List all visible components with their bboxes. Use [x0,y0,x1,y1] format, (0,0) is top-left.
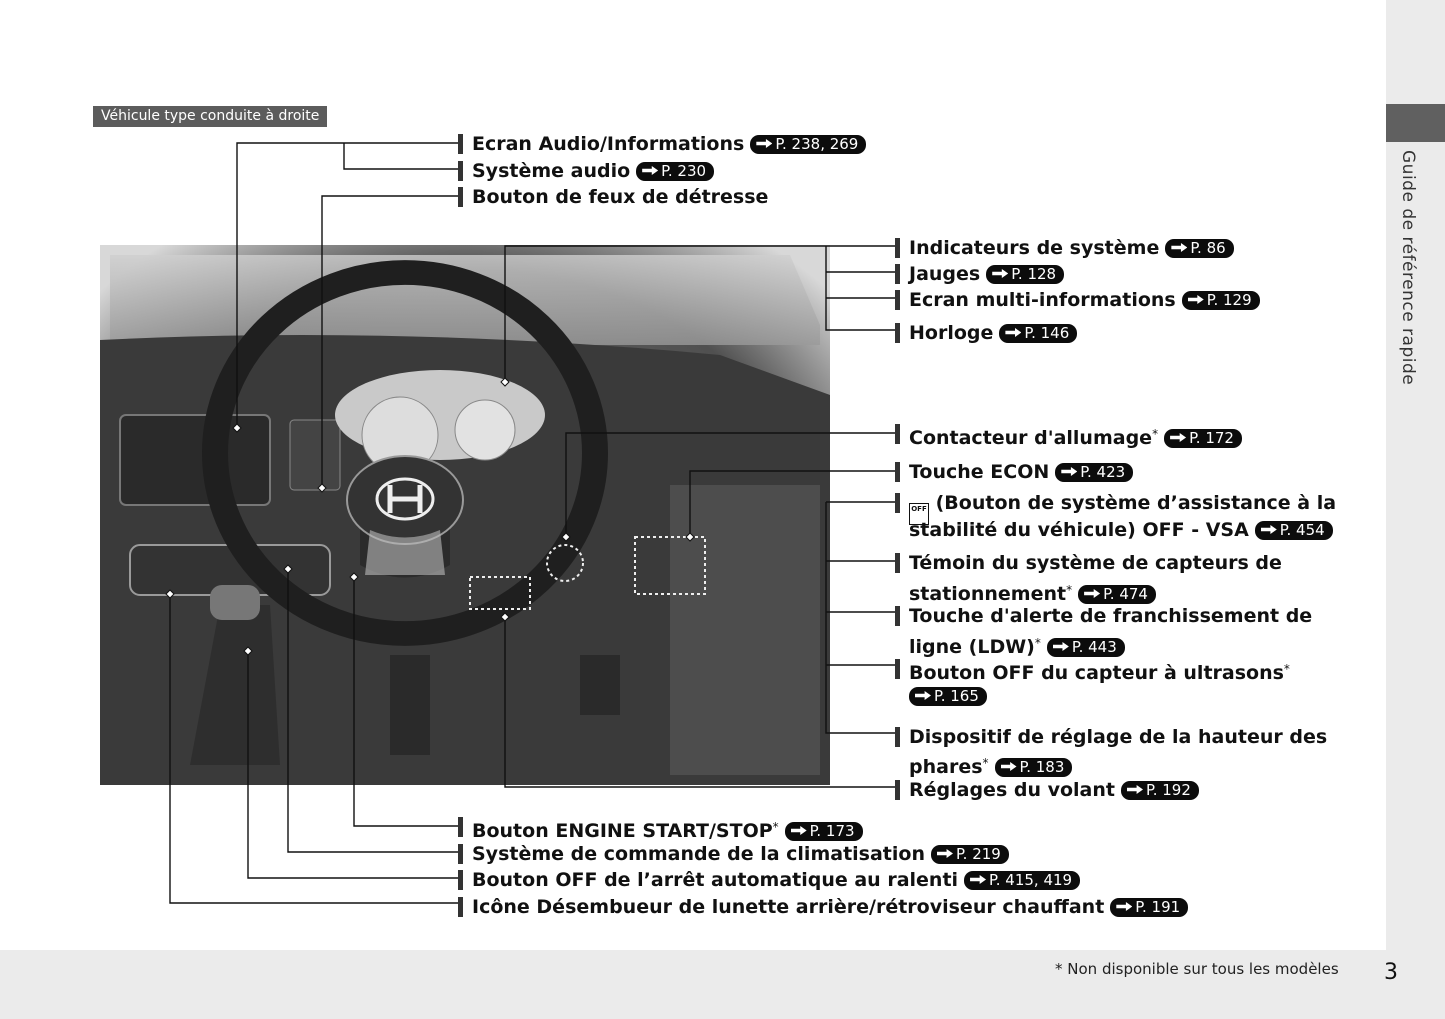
label-temoin: Témoin du système de capteurs de [909,550,1282,576]
arrow-icon [1116,902,1132,911]
arrow-icon [756,139,772,148]
page-ref-link[interactable]: P. 146 [999,324,1077,343]
arrow-icon [1084,589,1100,598]
page-ref-link[interactable]: P. 129 [1182,291,1260,310]
arrow-icon [1261,525,1277,534]
sidebar-title: Guide de référence rapide [1388,150,1418,410]
page-ref-link[interactable]: P. 191 [1110,898,1188,917]
arrow-icon [1005,328,1021,337]
page-ref-link[interactable]: P. 415, 419 [964,871,1080,890]
label-phares: Dispositif de réglage de la hauteur des [909,724,1327,750]
page-ref-link[interactable]: P. 86 [1165,239,1233,258]
vehicle-type-badge: Véhicule type conduite à droite [93,106,327,127]
arrow-icon [915,691,931,700]
dashboard-illustration [100,245,830,785]
arrow-icon [1053,642,1069,651]
footnote: * Non disponible sur tous les modèles [1055,960,1339,978]
label-detresse: Bouton de feux de détresse [472,184,768,210]
label-ultrasons: Bouton OFF du capteur à ultrasons* [909,656,1290,686]
label-ralenti: Bouton OFF de l’arrêt automatique au ral… [472,867,1080,893]
page-ref-link[interactable]: P. 165 [909,687,987,706]
label-ldw: Touche d'alerte de franchissement de [909,603,1312,629]
page-ref-link[interactable]: P. 443 [1047,638,1125,657]
arrow-icon [1001,762,1017,771]
label-ultrasons-ref: P. 165 [903,683,987,709]
page-ref-link[interactable]: P. 173 [785,822,863,841]
page-ref-link[interactable]: P. 474 [1078,585,1156,604]
label-phares-line2: phares*P. 183 [909,750,1072,780]
label-engine: Bouton ENGINE START/STOP*P. 173 [472,814,863,844]
arrow-icon [1188,295,1204,304]
page-ref-link[interactable]: P. 238, 269 [750,135,866,154]
arrow-icon [992,269,1008,278]
page-ref-link[interactable]: P. 230 [636,162,714,181]
page-ref-link[interactable]: P. 423 [1055,463,1133,482]
label-desembueur: Icône Désembueur de lunette arrière/rétr… [472,894,1188,920]
arrow-icon [1170,433,1186,442]
page-ref-link[interactable]: P. 454 [1255,521,1333,540]
page-number: 3 [1384,960,1398,985]
arrow-icon [1061,467,1077,476]
sidebar-tab[interactable] [1386,104,1445,142]
page-ref-link[interactable]: P. 219 [931,845,1009,864]
arrow-icon [970,875,986,884]
page-ref-link[interactable]: P. 192 [1121,781,1199,800]
label-contacteur: Contacteur d'allumage*P. 172 [909,421,1242,451]
page-ref-link[interactable]: P. 128 [986,265,1064,284]
arrow-icon [1171,243,1187,252]
arrow-icon [1127,785,1143,794]
page-ref-link[interactable]: P. 183 [995,758,1073,777]
arrow-icon [791,826,807,835]
arrow-icon [937,849,953,858]
page-ref-link[interactable]: P. 172 [1164,429,1242,448]
arrow-icon [642,166,658,175]
